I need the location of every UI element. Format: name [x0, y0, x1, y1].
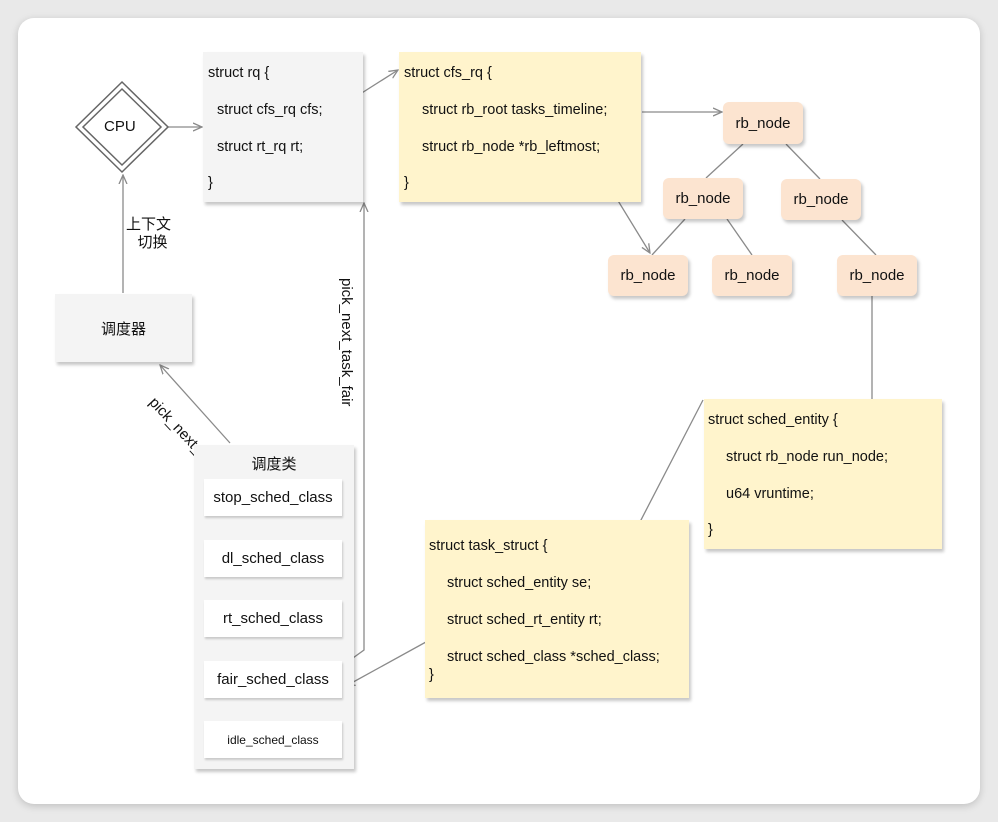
stop-sched-class: stop_sched_class — [204, 479, 342, 516]
fair-sched-class: fair_sched_class — [204, 661, 342, 698]
context-switch-line2: 切换 — [137, 234, 168, 251]
task-struct-line: struct sched_entity se; — [447, 575, 592, 591]
dl-sched-class: dl_sched_class — [204, 540, 342, 577]
rt-sched-class: rt_sched_class — [204, 600, 342, 637]
task-struct-line: struct task_struct { — [429, 538, 548, 554]
scheduler-label: 调度器 — [100, 320, 146, 338]
rq-struct-box: struct rq { struct cfs_rq cfs; struct rt… — [203, 52, 363, 202]
pick-next-task-fair-label: pick_next_task_fair — [338, 278, 355, 407]
idle-sched-class: idle_sched_class — [204, 721, 342, 758]
task-struct-line: } — [429, 667, 434, 683]
sched-entity-line: u64 vruntime; — [726, 486, 814, 502]
cfs-rq-line: } — [404, 175, 409, 191]
task-struct-line: struct sched_class *sched_class; — [447, 649, 660, 665]
rb-node-root: rb_node — [723, 102, 803, 144]
scheduler-box: 调度器 — [55, 294, 192, 362]
task-struct-line: struct sched_rt_entity rt; — [447, 612, 602, 628]
tree-edge — [651, 218, 686, 256]
cpu-label: CPU — [104, 118, 136, 135]
sched-entity-struct-box: struct sched_entity { struct rb_node run… — [704, 399, 942, 549]
rb-node-right: rb_node — [781, 179, 861, 220]
sched-classes-title: 调度类 — [251, 456, 297, 473]
rq-line: struct cfs_rq cfs; — [217, 102, 323, 118]
rq-line: struct rq { — [208, 65, 270, 81]
sched-entity-line: } — [708, 522, 713, 538]
arrow-pick-next-task — [160, 365, 231, 444]
rb-node-left: rb_node — [663, 178, 743, 219]
cpu-diamond-shape — [74, 80, 170, 174]
cfs-rq-struct-box: struct cfs_rq { struct rb_root tasks_tim… — [399, 52, 641, 202]
task-struct-box: struct task_struct { struct sched_entity… — [425, 520, 689, 698]
rb-node-left-left: rb_node — [608, 255, 688, 296]
rb-node-left-right: rb_node — [712, 255, 792, 296]
arrow-sched-class-to-fair — [346, 636, 436, 686]
sched-entity-line: struct sched_entity { — [708, 412, 838, 428]
rq-line: struct rt_rq rt; — [217, 139, 304, 155]
tree-edge — [841, 219, 877, 256]
rb-node-right-right: rb_node — [837, 255, 917, 296]
tree-edge — [785, 143, 821, 180]
tree-edge — [726, 218, 753, 256]
context-switch-label: 上下文 切换 — [126, 216, 171, 252]
tree-edge — [705, 143, 744, 179]
context-switch-line1: 上下文 — [126, 216, 172, 233]
cfs-rq-line: struct rb_root tasks_timeline; — [422, 102, 608, 118]
cfs-rq-line: struct cfs_rq { — [404, 65, 492, 81]
cfs-rq-line: struct rb_node *rb_leftmost; — [422, 139, 601, 155]
rq-line: } — [208, 175, 213, 191]
sched-entity-line: struct rb_node run_node; — [726, 449, 889, 465]
